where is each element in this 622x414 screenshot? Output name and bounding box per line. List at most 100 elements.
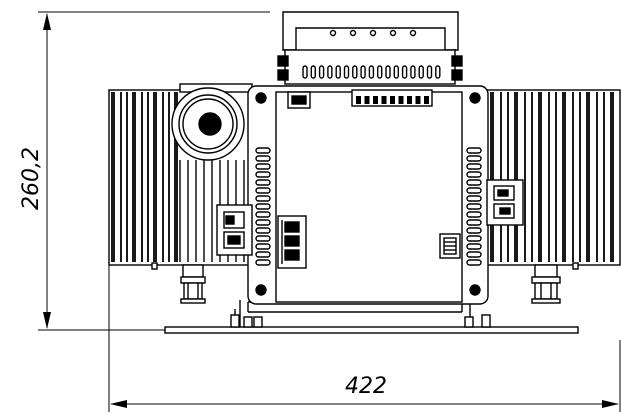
vent [255, 211, 271, 218]
fin [500, 92, 502, 262]
corner-bolt [469, 92, 481, 104]
corner-bolt [469, 284, 481, 296]
fin [524, 92, 526, 262]
slot [435, 65, 441, 79]
left-vent-column [255, 147, 271, 266]
slot [401, 65, 408, 79]
slot [343, 65, 350, 79]
fin [168, 92, 170, 262]
vent [466, 187, 482, 194]
terminal-block [277, 215, 307, 269]
right-vent-column [466, 147, 482, 266]
fin [174, 92, 178, 262]
vent [466, 259, 482, 266]
slot [377, 65, 383, 79]
vent [466, 163, 482, 170]
fin [111, 92, 115, 262]
vent [466, 243, 482, 250]
pin [407, 96, 412, 104]
small-port [439, 233, 461, 259]
base-bolt-right [464, 314, 491, 328]
height-dimension: 260,2 [19, 11, 270, 331]
fin [555, 92, 557, 262]
vent [255, 171, 271, 178]
slot [385, 65, 391, 79]
vent [466, 211, 482, 218]
vent [255, 259, 271, 266]
vent [255, 203, 271, 210]
vent [255, 195, 271, 202]
slot [310, 65, 316, 79]
fin [572, 92, 574, 262]
fin [610, 92, 614, 262]
slot [327, 65, 333, 79]
vent [255, 251, 271, 258]
vent [466, 219, 482, 226]
left-connector-block [216, 204, 253, 256]
slot [368, 65, 375, 79]
corner-bolt [255, 284, 267, 296]
fin [514, 92, 518, 262]
center-housing [247, 85, 489, 305]
vent [255, 155, 271, 162]
fin [562, 92, 566, 262]
left-radiator [108, 83, 253, 304]
vent [466, 235, 482, 242]
fin [548, 92, 550, 262]
right-radiator [469, 89, 621, 304]
fin [147, 92, 149, 262]
vent [466, 195, 482, 202]
vent [255, 179, 271, 186]
pin [390, 96, 395, 104]
corner-bolt [255, 92, 267, 104]
fin [531, 92, 533, 262]
vent [255, 219, 271, 226]
vent [255, 227, 271, 234]
vent [255, 163, 271, 170]
vent [466, 171, 482, 178]
slot [302, 65, 308, 79]
fin [132, 92, 136, 262]
fin [538, 92, 542, 262]
vent [255, 147, 271, 154]
vent [466, 203, 482, 210]
slot [335, 65, 341, 79]
vent-slots [302, 65, 441, 79]
right-fins [490, 92, 614, 262]
pin [356, 96, 361, 104]
vent [466, 147, 482, 154]
height-dimension-label: 260,2 [19, 147, 44, 210]
width-dimension-label: 422 [345, 374, 387, 399]
fin [579, 92, 581, 262]
fin [153, 92, 157, 262]
base-bolt-left [230, 309, 263, 328]
fin [490, 92, 494, 262]
top-handle [277, 11, 463, 85]
slot [426, 65, 433, 79]
slot [410, 65, 416, 79]
right-leg [531, 264, 561, 304]
vent [466, 251, 482, 258]
pin [364, 96, 370, 104]
pin [373, 96, 378, 104]
slot [360, 65, 366, 79]
vent [255, 187, 271, 194]
slot [352, 65, 358, 79]
slot [393, 65, 399, 79]
fin [596, 92, 598, 262]
base-plate [164, 300, 579, 334]
fin [162, 92, 164, 262]
vent [466, 179, 482, 186]
fin [586, 92, 590, 262]
pin [415, 96, 421, 104]
fin [507, 92, 509, 262]
pin [381, 96, 387, 104]
left-fins [111, 92, 245, 262]
slot [318, 65, 325, 79]
slot [418, 65, 424, 79]
left-leg [180, 264, 206, 304]
pin [424, 96, 429, 104]
right-connector-block [486, 179, 524, 226]
vent [255, 243, 271, 250]
